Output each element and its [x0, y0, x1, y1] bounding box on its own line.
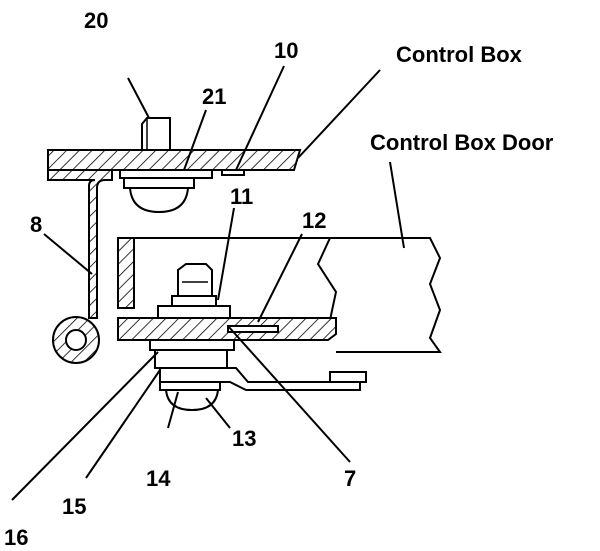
control-box-door [118, 237, 442, 353]
cap-nut-13 [164, 389, 220, 412]
label-control-box: Control Box [396, 42, 523, 67]
nut-upper [123, 177, 195, 189]
door-flange [117, 237, 135, 309]
nut-11 [171, 295, 217, 307]
washer-14 [159, 381, 221, 391]
washer-10 [221, 169, 245, 176]
control-box-top-plate [47, 149, 302, 171]
latch-rod [329, 371, 367, 383]
washer-15 [149, 339, 235, 351]
label-part-8: 8 [30, 212, 42, 237]
stud-20 [141, 117, 171, 151]
washer-21 [119, 169, 213, 179]
shim-12 [227, 325, 279, 333]
label-part-15: 15 [62, 494, 86, 519]
label-part-10: 10 [274, 38, 298, 63]
label-part-16: 16 [4, 525, 28, 550]
label-part-11: 11 [230, 184, 253, 209]
hinge-bracket-8 [47, 169, 113, 319]
label-part-14: 14 [146, 466, 171, 491]
label-part-7: 7 [344, 466, 356, 491]
cap-nut-upper [128, 187, 190, 214]
label-part-21: 21 [202, 84, 226, 109]
spacer-16 [154, 349, 228, 369]
washer-11 [157, 305, 231, 319]
stud-11 [177, 263, 213, 297]
label-control-box-door: Control Box Door [370, 130, 554, 155]
label-part-13: 13 [232, 426, 256, 451]
label-part-12: 12 [302, 208, 326, 233]
label-part-20: 20 [84, 8, 108, 33]
